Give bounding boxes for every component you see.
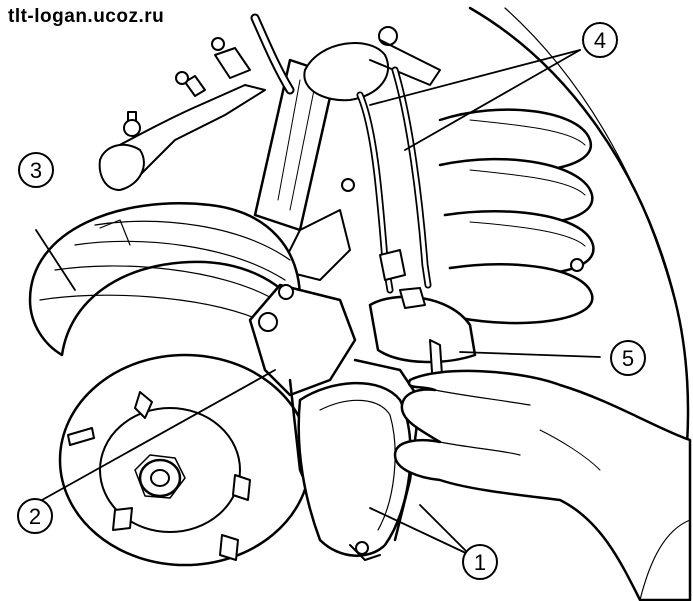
svg-text:5: 5 <box>622 346 634 371</box>
callout-3: 3 <box>18 152 54 188</box>
svg-text:3: 3 <box>30 158 42 183</box>
abs-hose <box>250 13 295 95</box>
watermark: tlt-logan.ucoz.ru <box>8 6 165 27</box>
strut <box>253 26 441 232</box>
callout-5: 5 <box>610 340 646 376</box>
svg-text:1: 1 <box>474 550 486 575</box>
svg-text:4: 4 <box>594 28 606 53</box>
callout-2: 2 <box>17 498 53 534</box>
coil-spring <box>438 108 595 325</box>
svg-text:2: 2 <box>29 504 41 529</box>
wheel-studs <box>67 391 251 561</box>
callout-1: 1 <box>462 544 498 580</box>
hand <box>393 369 692 601</box>
brake-hoses <box>356 66 432 294</box>
wheel-hub <box>58 353 312 567</box>
leader-lines <box>35 49 601 556</box>
tie-rod <box>98 37 266 191</box>
callout-4: 4 <box>582 22 618 58</box>
